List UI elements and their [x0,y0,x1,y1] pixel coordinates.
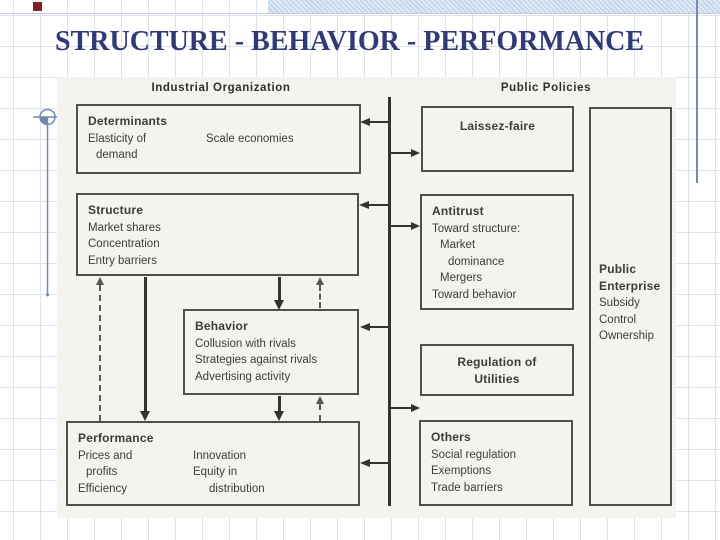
feedback-performance-to-structure-head [96,277,104,285]
determinants-item: demand [96,149,138,161]
top-rule [0,13,720,14]
feedback-performance-to-behavior-line [319,404,321,421]
arrow-structure-to-behavior-head [274,300,284,310]
arrow-behavior-to-performance-head [274,411,284,421]
box-regulation-of-utilities: Regulation of Utilities [420,344,574,396]
feedback-behavior-to-structure-head [316,277,324,285]
structure-item: Concentration [88,238,160,250]
arrow-policy-to-others-head [411,404,420,412]
others-item: Exemptions [431,465,492,477]
arrow-policy-to-behavior-head [360,323,370,331]
arrow-policy-to-laissez-faire-line [391,152,412,154]
arrow-behavior-to-performance-line [278,396,281,412]
public-enterprise-item: Ownership [599,330,654,342]
box-behavior: Behavior Collusion with rivals Strategie… [183,309,359,395]
box-public-enterprise: Public Enterprise Subsidy Control Owners… [589,107,672,506]
public-enterprise-item: Control [599,313,637,326]
determinants-item: Scale economies [206,132,294,145]
box-others: Others Social regulation Exemptions Trad… [419,420,573,506]
antitrust-item: Mergers [440,272,483,284]
arrow-policy-to-antitrust-line [391,225,412,227]
performance-item: Equity in [193,466,238,478]
structure-item: Market shares [88,221,161,234]
box-determinants: Determinants Elasticity of demand Scale … [76,104,361,174]
public-enterprise-title: Public [599,262,637,276]
top-hatched-banner [268,0,720,13]
arrow-structure-to-performance-line [144,277,147,412]
behavior-item: Strategies against rivals [195,354,318,366]
antitrust-item: Toward behavior [432,288,517,301]
box-laissez-faire: Laissez-faire [421,106,574,172]
determinants-title: Determinants [88,114,168,128]
structure-title: Structure [88,203,144,217]
arrow-structure-to-behavior-line [278,277,281,301]
arrow-policy-to-performance-line [369,462,389,464]
arrow-policy-to-structure-head [359,201,369,209]
arrow-policy-to-structure-line [368,204,389,206]
feedback-performance-to-structure-line [99,285,101,421]
antitrust-item: Market [440,239,476,251]
arrow-policy-to-determinants-line [369,121,389,123]
others-item: Social regulation [431,448,517,461]
box-structure: Structure Market shares Concentration En… [76,193,359,276]
behavior-item: Collusion with rivals [195,337,296,350]
regulation-title: Regulation of [457,355,537,369]
antitrust-title: Antitrust [432,204,484,218]
antitrust-item: dominance [448,255,505,268]
performance-item: Innovation [193,449,247,462]
arrow-policy-to-others-line [391,407,412,409]
feedback-performance-to-behavior-head [316,396,324,404]
header-industrial-organization: Industrial Organization [151,82,291,94]
public-enterprise-item: Subsidy [599,297,640,309]
antitrust-item: Toward structure: [432,222,521,235]
slide-title: STRUCTURE - BEHAVIOR - PERFORMANCE [55,26,645,57]
box-antitrust: Antitrust Toward structure: Market domin… [420,194,574,310]
performance-item: distribution [209,482,265,495]
arrow-policy-to-antitrust-head [411,222,420,230]
arrow-policy-to-laissez-faire-head [411,149,420,157]
structure-item: Entry barriers [88,254,158,267]
others-item: Trade barriers [431,481,503,494]
determinants-item: Elasticity of [88,132,147,145]
arrow-policy-to-behavior-line [369,326,389,328]
performance-item: Prices and [78,449,133,462]
feedback-behavior-to-structure-line [319,285,321,308]
arrow-structure-to-performance-head [140,411,150,421]
performance-title: Performance [78,431,154,445]
behavior-item: Advertising activity [195,370,291,383]
policy-bus-line [388,97,391,506]
laissez-faire-title: Laissez-faire [459,119,536,133]
header-public-policies: Public Policies [500,82,592,94]
performance-item: Efficiency [78,482,128,495]
crosshair-icon [33,108,63,297]
right-rule [696,0,698,183]
red-accent-square [33,2,42,11]
behavior-title: Behavior [195,319,248,333]
arrow-policy-to-determinants-head [360,118,370,126]
regulation-title: Utilities [474,371,520,386]
public-enterprise-title: Enterprise [599,278,661,293]
others-title: Others [431,430,471,444]
arrow-policy-to-performance-head [360,459,370,467]
performance-item: profits [86,466,118,478]
box-performance: Performance Prices and profits Efficienc… [66,421,360,506]
